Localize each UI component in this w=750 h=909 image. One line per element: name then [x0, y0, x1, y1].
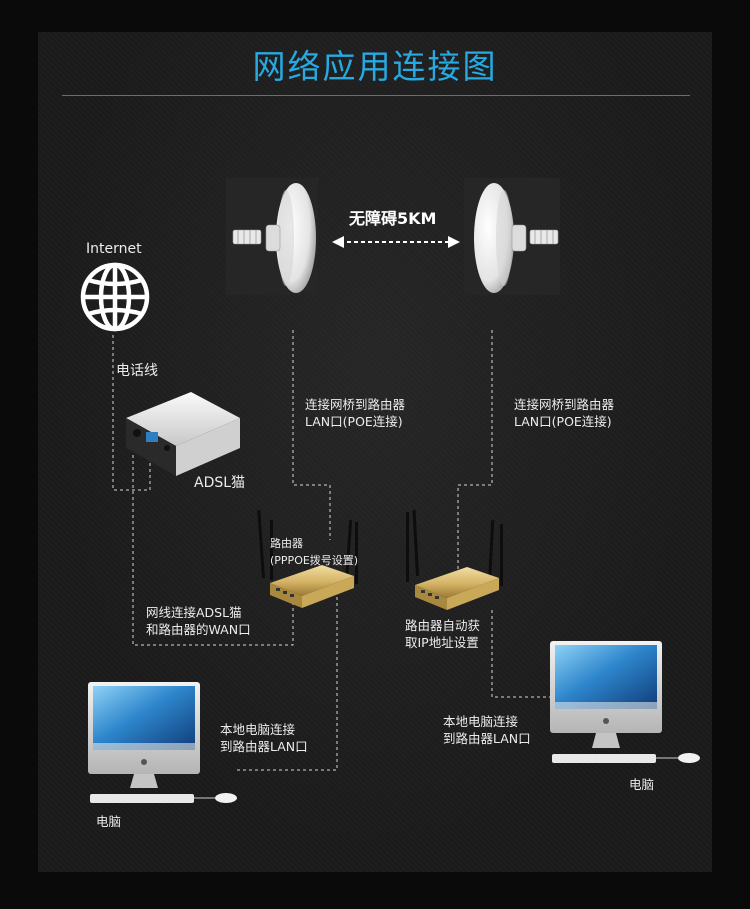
router-auto-ip-label-line1: 路由器自动获 [405, 618, 481, 633]
adsl-router-wan-link [132, 455, 294, 646]
router-pppoe-label: (PPPOE拨号设置) [270, 554, 359, 567]
right-bridge-router-link [457, 330, 493, 575]
left-bridge-router-label-line2: LAN口(POE连接) [305, 414, 403, 429]
globe-icon [80, 262, 150, 332]
adsl-modem-label: ADSL猫 [194, 475, 246, 491]
left-bridge-router-label-line1: 连接网桥到路由器 [305, 397, 406, 412]
phone-line-link [112, 335, 151, 491]
right-pc-link-label-line2: 到路由器LAN口 [443, 731, 531, 746]
right-pc-link-label-line1: 本地电脑连接 [443, 714, 519, 729]
wireless-bridge-icon [226, 178, 318, 295]
cable-adsl-label-line1: 网线连接ADSL猫 [146, 605, 242, 620]
page-title: 网络应用连接图 [252, 47, 498, 86]
connection-lines [112, 330, 550, 771]
phone-line-label: 电话线 [116, 363, 158, 379]
router-icon [257, 510, 358, 608]
internet-label: Internet [86, 241, 142, 257]
computer-right-label: 电脑 [629, 777, 655, 792]
router-icon [406, 509, 503, 610]
left-pc-link-label-line1: 本地电脑连接 [220, 722, 296, 737]
left-pc-router-link [237, 585, 338, 771]
computer-left-label: 电脑 [96, 814, 122, 829]
router-name-label: 路由器 [270, 537, 303, 550]
router-auto-ip-label-line2: 取IP地址设置 [405, 635, 479, 650]
computer-icon [88, 682, 237, 803]
right-bridge-router-label-line2: LAN口(POE连接) [514, 414, 612, 429]
adsl-modem-icon [126, 392, 240, 476]
right-bridge-router-label-line1: 连接网桥到路由器 [514, 397, 615, 412]
wireless-bridge-icon [464, 178, 560, 295]
computer-icon [550, 641, 700, 763]
left-bridge-router-link [292, 330, 331, 540]
right-pc-router-link [491, 610, 550, 698]
distance-label: 无障碍5KM [349, 209, 437, 228]
title-divider [62, 95, 690, 96]
left-pc-link-label-line2: 到路由器LAN口 [220, 739, 308, 754]
double-arrow-icon [332, 236, 460, 248]
cable-adsl-label-line2: 和路由器的WAN口 [146, 622, 251, 637]
